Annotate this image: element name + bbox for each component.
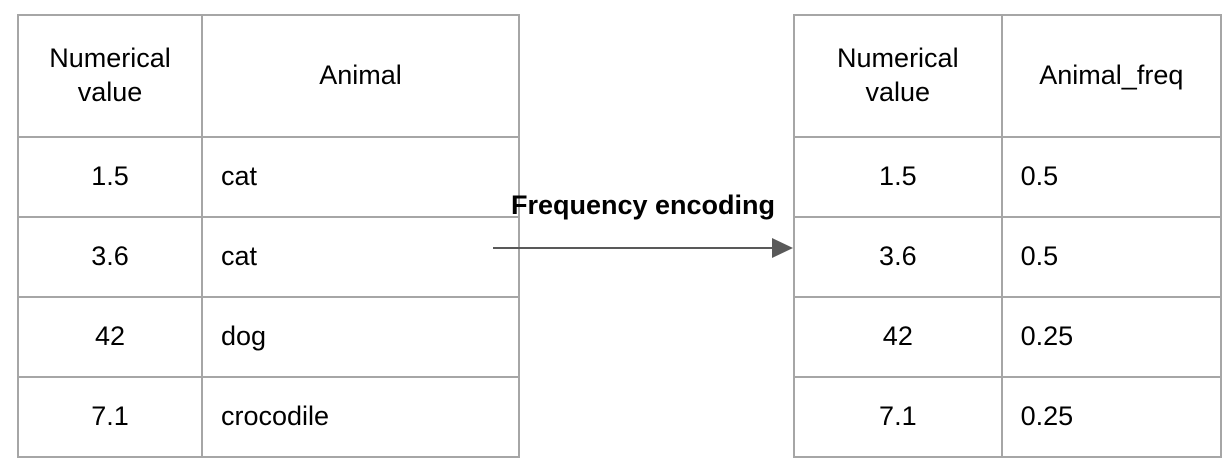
table-row: 42 0.25 [793, 296, 1222, 378]
animal-freq-cell: 0.25 [1000, 376, 1222, 458]
numerical-value-cell: 3.6 [793, 216, 1003, 298]
header-cell-numerical-value: Numerical value [793, 14, 1003, 138]
numerical-value-cell: 1.5 [17, 136, 203, 218]
header-cell-animal: Animal [201, 14, 520, 138]
header-label: Animal [319, 60, 402, 91]
numerical-value-cell: 1.5 [793, 136, 1003, 218]
table-row: 3.6 0.5 [793, 216, 1222, 298]
animal-freq-cell: 0.25 [1000, 296, 1222, 378]
header-label: Numerical value [837, 43, 959, 107]
table-row: 1.5 0.5 [793, 136, 1222, 218]
animal-cell: crocodile [201, 376, 520, 458]
table-row: 7.1 crocodile [17, 376, 520, 458]
arrow-head-icon [772, 238, 793, 258]
animal-freq-cell: 0.5 [1000, 136, 1222, 218]
table-row: 7.1 0.25 [793, 376, 1222, 458]
header-label: Animal_freq [1039, 60, 1184, 91]
animal-freq-cell: 0.5 [1000, 216, 1222, 298]
right-arrow-icon [493, 247, 774, 249]
header-cell-animal-freq: Animal_freq [1000, 14, 1222, 138]
header-cell-numerical-value: Numerical value [17, 14, 203, 138]
numerical-value-cell: 42 [17, 296, 203, 378]
table-row: 42 dog [17, 296, 520, 378]
animal-cell: cat [201, 216, 520, 298]
numerical-value-cell: 42 [793, 296, 1003, 378]
table-header-row: Numerical value Animal_freq [793, 14, 1222, 138]
animal-cell: dog [201, 296, 520, 378]
table-header-row: Numerical value Animal [17, 14, 520, 138]
numerical-value-cell: 7.1 [17, 376, 203, 458]
table-row: 1.5 cat [17, 136, 520, 218]
animal-cell: cat [201, 136, 520, 218]
numerical-value-cell: 3.6 [17, 216, 203, 298]
numerical-value-cell: 7.1 [793, 376, 1003, 458]
table-row: 3.6 cat [17, 216, 520, 298]
encoded-table: Numerical value Animal_freq 1.5 0.5 3.6 … [793, 14, 1222, 458]
source-table: Numerical value Animal 1.5 cat 3.6 cat 4… [17, 14, 520, 458]
transform-label: Frequency encoding [510, 190, 776, 220]
header-label: Numerical value [49, 43, 171, 107]
